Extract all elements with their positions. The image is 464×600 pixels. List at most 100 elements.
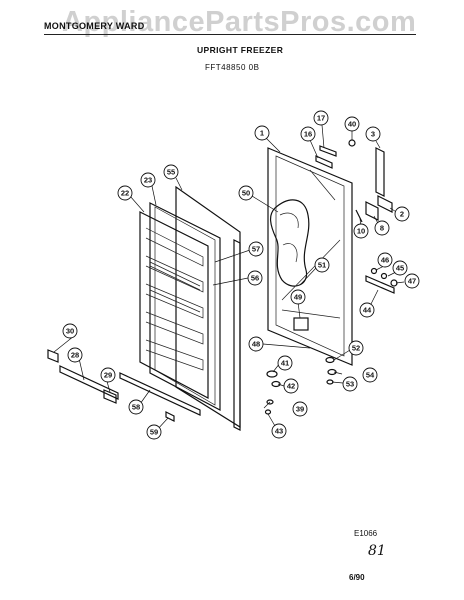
callout-57: 57 xyxy=(248,241,264,257)
svg-text:28: 28 xyxy=(71,351,79,360)
page-title: UPRIGHT FREEZER xyxy=(197,45,284,55)
callout-47: 47 xyxy=(404,273,420,289)
svg-text:23: 23 xyxy=(144,176,152,185)
svg-text:44: 44 xyxy=(363,306,372,315)
svg-text:8: 8 xyxy=(380,224,384,233)
hinge-plate-16 xyxy=(315,155,333,169)
svg-text:16: 16 xyxy=(304,130,312,139)
kick-plate-parts xyxy=(47,349,175,422)
callout-56: 56 xyxy=(247,270,263,286)
callout-58: 58 xyxy=(128,399,144,415)
svg-text:1: 1 xyxy=(260,129,264,138)
svg-text:54: 54 xyxy=(366,371,375,380)
callout-49: 49 xyxy=(290,289,306,305)
svg-text:39: 39 xyxy=(296,405,304,414)
callout-54: 54 xyxy=(362,367,378,383)
svg-text:58: 58 xyxy=(132,403,140,412)
callout-43: 43 xyxy=(271,423,287,439)
callout-42: 42 xyxy=(283,378,299,394)
callout-46: 46 xyxy=(377,252,393,268)
callout-41: 41 xyxy=(277,355,293,371)
cabinet-panel xyxy=(264,139,398,415)
callout-10: 10 xyxy=(353,223,369,239)
model-number: FFT48850 0B xyxy=(205,63,260,72)
callout-45: 45 xyxy=(392,260,408,276)
door-handle xyxy=(233,239,241,431)
svg-text:2: 2 xyxy=(400,210,404,219)
screw-59 xyxy=(165,411,175,422)
header-rule xyxy=(44,34,416,35)
screw-10 xyxy=(355,209,363,223)
svg-text:56: 56 xyxy=(251,274,259,283)
door-trim xyxy=(119,372,201,416)
hinge-pin-41 xyxy=(266,370,278,378)
brand-label: MONTGOMERY WARD xyxy=(44,21,145,31)
callout-53: 53 xyxy=(342,376,358,392)
cabinet-side-panel xyxy=(267,147,353,366)
hinge-plate-17 xyxy=(319,145,337,157)
callout-51: 51 xyxy=(314,257,330,273)
door-assembly xyxy=(119,185,241,431)
svg-text:51: 51 xyxy=(318,261,326,270)
callout-8: 8 xyxy=(374,220,390,236)
callout-22: 22 xyxy=(117,185,133,201)
svg-text:53: 53 xyxy=(346,380,354,389)
revision-date: 6/90 xyxy=(349,573,365,582)
svg-text:46: 46 xyxy=(381,256,389,265)
svg-text:57: 57 xyxy=(252,245,260,254)
svg-text:10: 10 xyxy=(357,227,365,236)
callout-2: 2 xyxy=(394,206,410,222)
bracket-29 xyxy=(103,389,117,404)
handwritten-note: 81 xyxy=(368,543,386,559)
callout-28: 28 xyxy=(67,347,83,363)
svg-text:40: 40 xyxy=(348,120,356,129)
svg-text:29: 29 xyxy=(104,371,112,380)
svg-text:52: 52 xyxy=(352,344,360,353)
callout-40: 40 xyxy=(344,116,360,132)
kick-plate-28 xyxy=(59,365,119,400)
callout-59: 59 xyxy=(146,424,162,440)
callout-17: 17 xyxy=(313,110,329,126)
bracket-2 xyxy=(377,195,393,213)
callout-bubbles: 1 2 3 8 10 16 17 22 23 28 29 30 39 40 41… xyxy=(62,110,420,440)
label-plate xyxy=(293,317,309,331)
svg-text:42: 42 xyxy=(287,382,295,391)
clip-30 xyxy=(47,349,59,363)
svg-text:47: 47 xyxy=(408,277,416,286)
watermark-text: AppliancePartsPros.com xyxy=(62,6,417,38)
bracket-3 xyxy=(375,147,385,197)
callout-16: 16 xyxy=(300,126,316,142)
callout-29: 29 xyxy=(100,367,116,383)
leader-lines xyxy=(53,124,405,432)
svg-text:41: 41 xyxy=(281,359,289,368)
hinge-8 xyxy=(365,201,379,221)
door-liner xyxy=(139,211,209,399)
callout-48: 48 xyxy=(248,336,264,352)
bolt-40 xyxy=(348,139,356,147)
svg-text:43: 43 xyxy=(275,427,283,436)
callout-30: 30 xyxy=(62,323,78,339)
svg-text:49: 49 xyxy=(294,293,302,302)
callout-23: 23 xyxy=(140,172,156,188)
svg-text:48: 48 xyxy=(252,340,260,349)
callout-55: 55 xyxy=(163,164,179,180)
svg-text:45: 45 xyxy=(396,264,404,273)
svg-text:3: 3 xyxy=(371,130,375,139)
insulation-pad xyxy=(270,199,310,287)
diagram-code: E1066 xyxy=(354,529,378,538)
svg-text:55: 55 xyxy=(167,168,175,177)
callout-1: 1 xyxy=(254,125,270,141)
callout-44: 44 xyxy=(359,302,375,318)
svg-text:50: 50 xyxy=(242,189,250,198)
callout-3: 3 xyxy=(365,126,381,142)
svg-text:30: 30 xyxy=(66,327,74,336)
door-gasket xyxy=(149,202,221,411)
svg-text:22: 22 xyxy=(121,189,129,198)
callout-52: 52 xyxy=(348,340,364,356)
callout-50: 50 xyxy=(238,185,254,201)
svg-text:59: 59 xyxy=(150,428,158,437)
callout-39: 39 xyxy=(292,401,308,417)
bracket-44 xyxy=(365,275,395,294)
svg-text:17: 17 xyxy=(317,114,325,123)
